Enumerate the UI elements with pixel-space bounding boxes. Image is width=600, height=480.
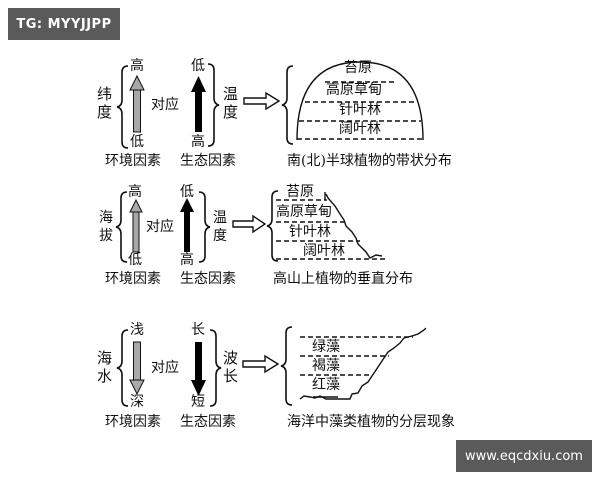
zone-brown-algae: 褐藻 — [312, 358, 340, 374]
arrow-down-black-icon — [191, 342, 206, 396]
brace-result-icon — [281, 65, 294, 145]
bio-factor-char-2: 长 — [223, 367, 239, 385]
brace-left-icon — [116, 65, 129, 149]
watermark-bottom-right: www.eqcdxiu.com — [456, 440, 592, 472]
env-factor-char-1: 海 — [97, 349, 113, 367]
hollow-arrow-right-icon — [242, 354, 280, 374]
panel-1-graphics — [116, 61, 424, 149]
env-caption: 环境因素 — [105, 414, 161, 430]
bio-top-label: 长 — [191, 322, 205, 338]
zone-green-algae: 绿藻 — [312, 339, 340, 355]
diagram-caption: 海洋中藻类植物的分层现象 — [287, 414, 455, 430]
bio-factor-char-1: 波 — [223, 349, 239, 367]
bio-factor-char-1: 温 — [213, 210, 227, 226]
brace-left-icon — [115, 191, 128, 263]
bio-caption: 生态因素 — [180, 271, 236, 287]
arrow-up-black-icon — [180, 198, 194, 252]
bio-top-label: 低 — [180, 184, 194, 200]
arrow-up-black-icon — [191, 76, 206, 132]
bio-top-label: 低 — [191, 58, 205, 74]
bio-bottom-label: 短 — [191, 394, 205, 410]
brace-right-icon — [198, 191, 211, 263]
correspond-label: 对应 — [151, 360, 179, 376]
watermark-top-left: TG: MYYJJPP — [8, 8, 120, 40]
env-top-label: 高 — [130, 58, 144, 74]
hollow-arrow-right-icon — [232, 214, 267, 234]
env-factor-char-1: 海 — [99, 210, 113, 226]
brace-right-icon — [207, 63, 220, 147]
brace-result-icon — [280, 326, 293, 406]
zone-alpine-meadow: 高原草甸 — [326, 82, 382, 98]
brace-result-icon — [266, 190, 279, 262]
zone-broadleaf: 阔叶林 — [339, 121, 381, 137]
diagram-caption: 高山上植物的垂直分布 — [273, 271, 413, 287]
panel-3-graphics — [116, 326, 427, 407]
zone-coniferous: 针叶林 — [289, 224, 331, 240]
arrow-up-gray-icon — [129, 74, 145, 133]
env-caption: 环境因素 — [105, 271, 161, 287]
env-bottom-label: 低 — [128, 252, 142, 268]
zone-red-algae: 红藻 — [312, 377, 340, 393]
bio-caption: 生态因素 — [180, 414, 236, 430]
panel-2-graphics — [115, 190, 386, 263]
env-factor-char-1: 纬 — [97, 85, 113, 103]
zone-coniferous: 针叶林 — [339, 102, 381, 118]
bio-factor-char-2: 度 — [223, 103, 239, 121]
env-bottom-label: 深 — [130, 394, 144, 410]
correspond-label: 对应 — [151, 97, 179, 113]
brace-left-icon — [116, 329, 129, 407]
mountain-slope — [325, 193, 383, 259]
bio-factor-char-2: 度 — [213, 228, 227, 244]
env-factor-char-2: 度 — [97, 103, 113, 121]
diagram-caption: 南(北)半球植物的带状分布 — [287, 153, 452, 169]
env-factor-char-2: 拔 — [99, 228, 113, 244]
correspond-label: 对应 — [146, 219, 174, 235]
brace-right-icon — [209, 329, 222, 407]
env-bottom-label: 低 — [130, 134, 144, 150]
zone-alpine-meadow: 高原草甸 — [276, 204, 332, 220]
arrow-down-gray-icon — [129, 341, 145, 396]
env-factor-char-2: 水 — [97, 367, 113, 385]
bio-caption: 生态因素 — [180, 153, 236, 169]
bio-bottom-label: 高 — [191, 134, 205, 150]
zone-tundra: 苔原 — [286, 184, 314, 200]
env-top-label: 高 — [128, 184, 142, 200]
bio-factor-char-1: 温 — [223, 85, 239, 103]
bio-bottom-label: 高 — [180, 252, 194, 268]
env-caption: 环境因素 — [105, 153, 161, 169]
zone-tundra: 苔原 — [344, 60, 372, 76]
env-top-label: 浅 — [130, 322, 144, 338]
arrow-up-gray-icon — [129, 198, 143, 253]
dome-outline — [296, 61, 424, 141]
hollow-arrow-right-icon — [243, 91, 281, 111]
zone-broadleaf: 阔叶林 — [303, 243, 345, 259]
